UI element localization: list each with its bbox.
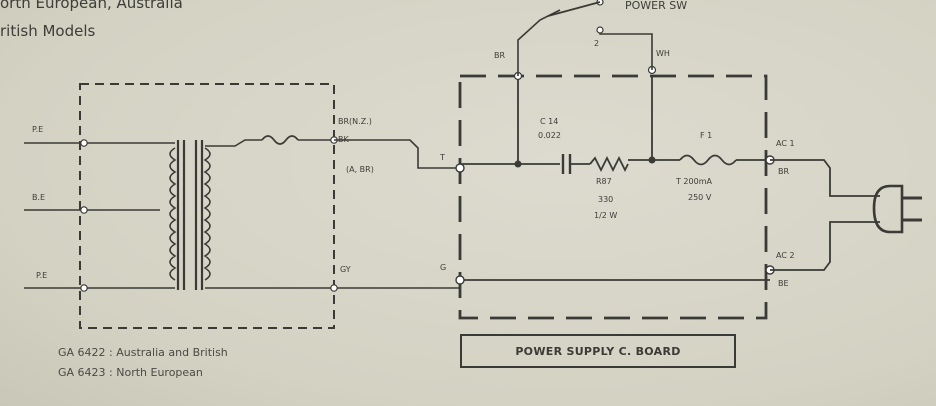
ac1-label: AC 1	[776, 139, 795, 148]
header-line-2: ritish Models	[0, 22, 96, 40]
power-switch-label: POWER SW	[625, 0, 687, 12]
tap-node	[80, 139, 88, 147]
wire-color-br-nz: BR(N.Z.)	[338, 117, 372, 126]
header-line-1: orth European, Australia	[0, 0, 183, 12]
footnote-2: GA 6423 : North European	[58, 366, 203, 379]
transformer-dashed-box	[79, 83, 335, 329]
transformer-core	[169, 140, 211, 290]
fuse-ref: F 1	[700, 131, 712, 140]
resistor-r87	[589, 155, 629, 173]
tap-label-3: P.E	[36, 271, 47, 280]
thermal-fuse-symbol	[261, 135, 299, 145]
resistor-ref: R87	[596, 177, 612, 186]
terminal-t: T	[439, 153, 445, 162]
footnote-1: GA 6422 : Australia and British	[58, 346, 228, 359]
wire-color-bk: BK	[338, 135, 349, 144]
wire-color-wh: WH	[656, 49, 670, 58]
fuse-rating: T 200mA	[675, 177, 712, 186]
terminal-g: G	[440, 263, 446, 272]
resistor-rating: 1/2 W	[594, 211, 617, 220]
board-title: POWER SUPPLY C. BOARD	[515, 344, 681, 358]
tap-label-2: B.E	[32, 193, 45, 202]
capacitor-c14	[561, 154, 572, 174]
capacitor-value: 0.022	[538, 131, 561, 140]
power-supply-board-box	[458, 74, 768, 320]
ac2-wire: BE	[778, 279, 789, 288]
power-switch-symbol	[517, 0, 653, 76]
wire-color-gy: GY	[340, 265, 351, 274]
fuse-f1	[679, 154, 737, 166]
switch-terminal-2: 2	[594, 39, 599, 48]
tap-node	[80, 206, 88, 214]
board-title-box: POWER SUPPLY C. BOARD	[460, 334, 736, 368]
fuse-voltage: 250 V	[688, 193, 712, 202]
tap-node	[80, 284, 88, 292]
transformer-note: (A, BR)	[346, 165, 374, 174]
wire-color-br: BR	[494, 51, 505, 60]
mains-plug-icon	[872, 184, 922, 234]
ac2-label: AC 2	[776, 251, 795, 260]
resistor-value: 330	[598, 195, 613, 204]
ac1-wire: BR	[778, 167, 789, 176]
tap-label-1: P.E	[32, 125, 43, 134]
capacitor-ref: C 14	[540, 117, 558, 126]
